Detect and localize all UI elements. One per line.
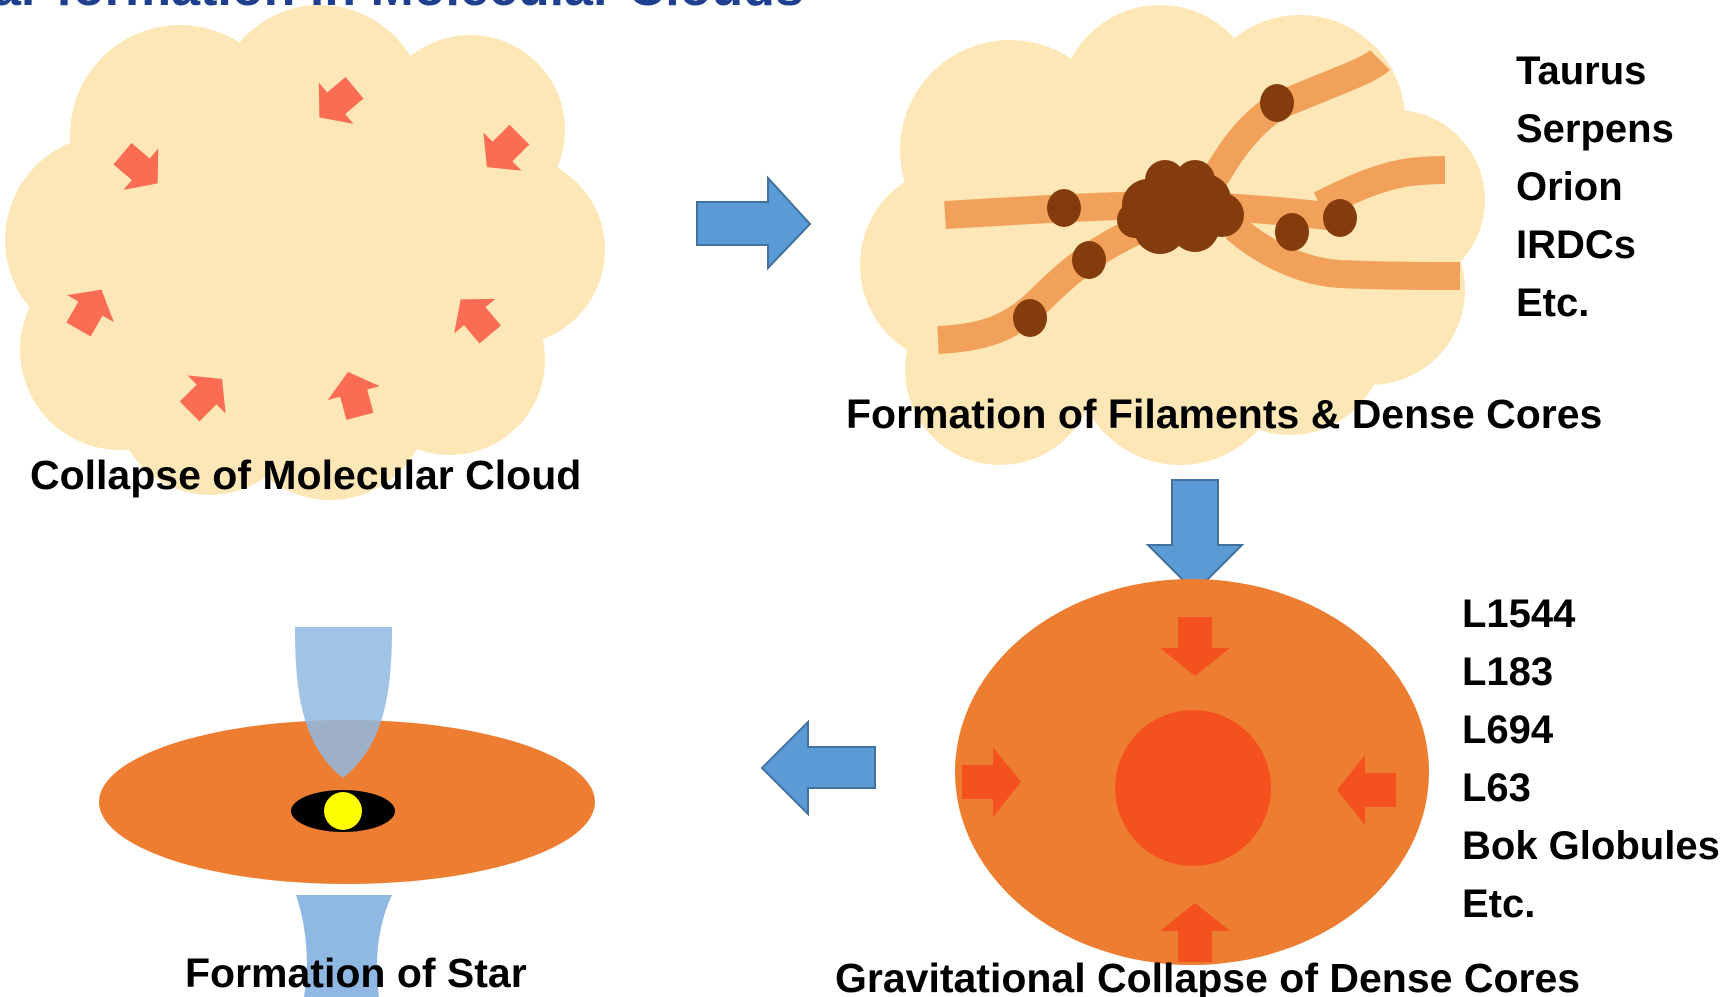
protostar-system [99,627,595,997]
example-item: Etc. [1462,875,1720,933]
example-item: Serpens [1516,100,1674,158]
example-item: L63 [1462,759,1720,817]
flow-arrow-left [762,722,875,814]
core-examples-list: L1544 L183 L694 L63 Bok Globules Etc. [1462,585,1720,933]
example-item: Taurus [1516,42,1674,100]
dense-core [1275,213,1309,251]
molecular-cloud [5,5,605,500]
dense-core [1072,241,1106,279]
caption-cloud-collapse: Collapse of Molecular Cloud [30,452,581,499]
example-item: L694 [1462,701,1720,759]
slide-title: ar formation in Molecular Clouds [0,0,804,18]
example-item: Etc. [1516,274,1674,332]
example-item: L183 [1462,643,1720,701]
flow-arrow-down [1148,480,1242,592]
dense-core-center [1115,710,1271,866]
example-item: IRDCs [1516,216,1674,274]
dense-core [1260,84,1294,122]
dense-core [1013,299,1047,337]
caption-core-collapse: Gravitational Collapse of Dense Cores [835,955,1580,997]
example-item: Bok Globules [1462,817,1720,875]
flow-arrow-right [697,178,810,268]
filament-examples-list: Taurus Serpens Orion IRDCs Etc. [1516,42,1674,332]
caption-filaments: Formation of Filaments & Dense Cores [846,391,1602,438]
dense-core [1047,189,1081,227]
caption-star: Formation of Star [185,950,527,997]
example-item: L1544 [1462,585,1720,643]
protostar [324,792,362,830]
example-item: Orion [1516,158,1674,216]
dense-core [1323,199,1357,237]
